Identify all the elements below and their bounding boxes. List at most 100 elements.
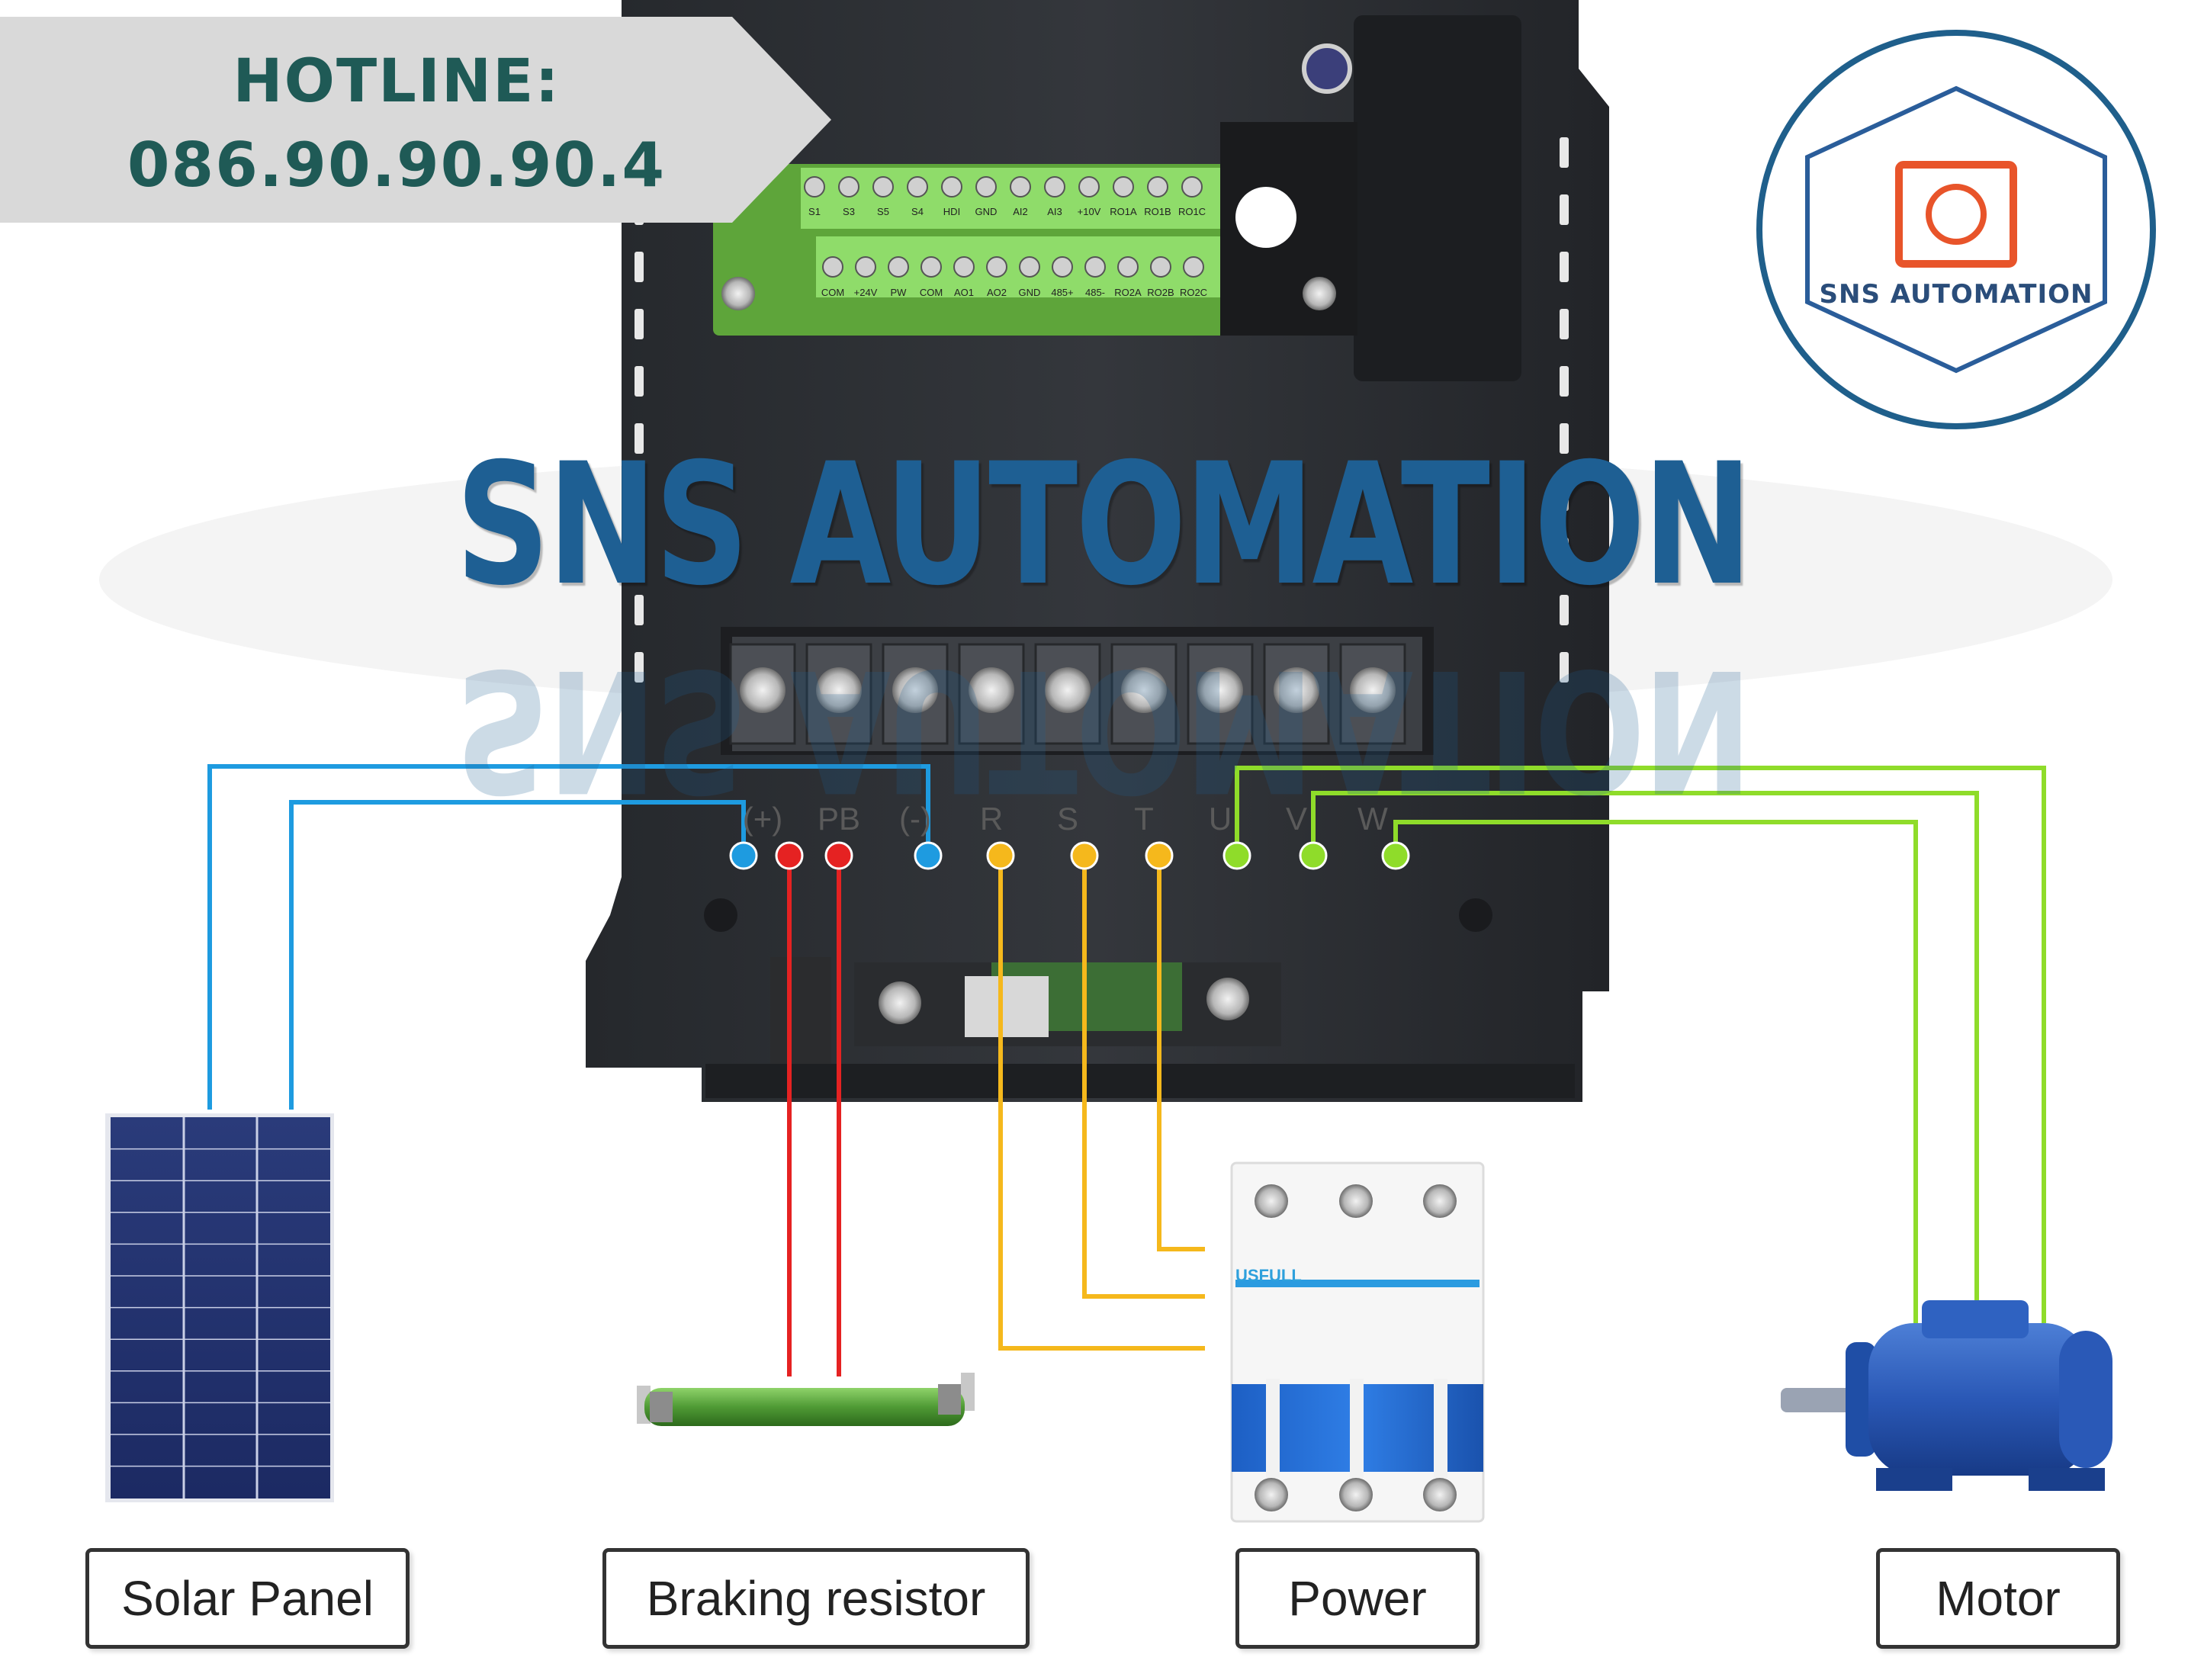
terminal-dots bbox=[729, 841, 1410, 870]
motor-image bbox=[1781, 1300, 2112, 1491]
breaker-brand: USFULL bbox=[1235, 1266, 1302, 1285]
control-terminal-label: PW bbox=[891, 287, 908, 298]
control-screw bbox=[1044, 176, 1065, 198]
power-terminal-screw bbox=[1121, 667, 1167, 713]
braking-resistor-image bbox=[637, 1373, 975, 1426]
hotline-number[interactable]: 086.90.90.90.4 bbox=[127, 130, 667, 201]
control-screw bbox=[872, 176, 894, 198]
power-terminal-screw bbox=[892, 667, 938, 713]
terminal-dot bbox=[1070, 841, 1099, 870]
hotline-banner[interactable]: HOTLINE: 086.90.90.90.4 bbox=[0, 17, 835, 223]
terminal-dot bbox=[729, 841, 758, 870]
control-terminal-label: AO1 bbox=[954, 287, 974, 298]
power-terminal-label: (+) bbox=[742, 801, 783, 837]
control-screw bbox=[1150, 256, 1171, 278]
wire bbox=[1311, 791, 1979, 1323]
control-terminal-label: RO2B bbox=[1147, 287, 1174, 298]
control-terminal-label: HDI bbox=[943, 206, 960, 217]
power-terminal-label: PB bbox=[817, 801, 861, 837]
power-terminal-block bbox=[721, 627, 1434, 755]
power-terminal-label: T bbox=[1134, 801, 1154, 837]
control-screw bbox=[1147, 176, 1168, 198]
power-terminal-label: (-) bbox=[899, 801, 931, 837]
wire bbox=[998, 856, 1205, 1351]
control-screw bbox=[888, 256, 909, 278]
power-terminal-screw bbox=[969, 667, 1014, 713]
control-screw bbox=[920, 256, 942, 278]
motor-label: Motor bbox=[1876, 1548, 2120, 1649]
control-terminal-label: GND bbox=[1019, 287, 1041, 298]
circuit-breaker-image bbox=[1230, 1161, 1485, 1523]
wire bbox=[1157, 856, 1205, 1251]
control-terminal-label: AO2 bbox=[987, 287, 1007, 298]
control-terminal-label: +24V bbox=[854, 287, 878, 298]
control-terminal-label: +10V bbox=[1078, 206, 1101, 217]
control-screw bbox=[986, 256, 1007, 278]
control-screw bbox=[838, 176, 859, 198]
hotline-title: HOTLINE: bbox=[233, 47, 561, 116]
solar-panel-image bbox=[105, 1113, 334, 1502]
braking-resistor-label: Braking resistor bbox=[602, 1548, 1030, 1649]
power-terminal-screw bbox=[1045, 667, 1091, 713]
control-terminal-label: RO1A bbox=[1110, 206, 1137, 217]
power-terminal-label: W bbox=[1357, 801, 1388, 837]
power-terminal-screw bbox=[1350, 667, 1396, 713]
control-terminal-label: RO1B bbox=[1144, 206, 1171, 217]
power-terminal-screw bbox=[740, 667, 786, 713]
power-terminal-label: S bbox=[1056, 801, 1078, 837]
control-terminal-label: COM bbox=[920, 287, 943, 298]
brand-watermark-reflection: SNS AUTOMATION bbox=[455, 632, 1750, 827]
bottom-ground-bar bbox=[770, 957, 1281, 1064]
terminal-dot bbox=[1381, 841, 1410, 870]
control-terminal-label: S5 bbox=[877, 206, 889, 217]
terminal-dot bbox=[914, 841, 943, 870]
control-terminal-label: RO1C bbox=[1178, 206, 1206, 217]
control-terminal-board: S1 S3 S5 S4 HDI GND AI2 AI3 +10V RO1A RO1B RO1C COM… bbox=[713, 122, 1357, 336]
control-screw bbox=[1019, 256, 1040, 278]
control-terminal-label: 485+ bbox=[1051, 287, 1073, 298]
wire bbox=[1082, 856, 1205, 1299]
terminal-dot bbox=[986, 841, 1015, 870]
control-screw bbox=[1010, 176, 1031, 198]
control-screw bbox=[1183, 256, 1204, 278]
power-terminal-label: U bbox=[1208, 801, 1232, 837]
wire bbox=[207, 764, 930, 1110]
power-label: Power bbox=[1235, 1548, 1480, 1649]
terminal-dot bbox=[1145, 841, 1174, 870]
control-terminal-label: AI2 bbox=[1013, 206, 1028, 217]
control-terminal-label: RO2C bbox=[1180, 287, 1207, 298]
wire bbox=[289, 800, 746, 1110]
control-screw bbox=[1078, 176, 1100, 198]
control-screw bbox=[953, 256, 975, 278]
logo-text: SNS AUTOMATION bbox=[1819, 279, 2093, 310]
sns-logo-badge bbox=[1756, 30, 2156, 429]
control-terminal-label: S4 bbox=[911, 206, 924, 217]
control-terminal-label: 485- bbox=[1085, 287, 1105, 298]
control-terminal-label: RO2A bbox=[1114, 287, 1142, 298]
power-terminal-screw bbox=[1274, 667, 1319, 713]
wire bbox=[1235, 766, 2046, 1323]
terminal-dot bbox=[775, 841, 804, 870]
terminal-dot bbox=[1299, 841, 1328, 870]
brand-watermark: SNS AUTOMATION bbox=[455, 427, 1752, 622]
control-screw bbox=[1113, 176, 1134, 198]
control-terminal-label: COM bbox=[821, 287, 844, 298]
control-terminal-label: S3 bbox=[843, 206, 855, 217]
power-terminal-screw bbox=[1197, 667, 1243, 713]
control-screw bbox=[822, 256, 843, 278]
hotline-arrow-shape bbox=[0, 17, 831, 223]
power-terminal-screw bbox=[816, 667, 862, 713]
solar-panel-label: Solar Panel bbox=[85, 1548, 410, 1649]
terminal-dot bbox=[824, 841, 853, 870]
control-screw bbox=[1117, 256, 1139, 278]
control-screw bbox=[804, 176, 825, 198]
control-terminal-label: GND bbox=[975, 206, 998, 217]
control-terminal-label: S1 bbox=[808, 206, 821, 217]
control-terminal-label: AI3 bbox=[1047, 206, 1062, 217]
control-screw bbox=[855, 256, 876, 278]
power-terminal-label: V bbox=[1285, 801, 1307, 837]
power-terminal-label: R bbox=[979, 801, 1004, 837]
wire bbox=[1393, 820, 1918, 1323]
